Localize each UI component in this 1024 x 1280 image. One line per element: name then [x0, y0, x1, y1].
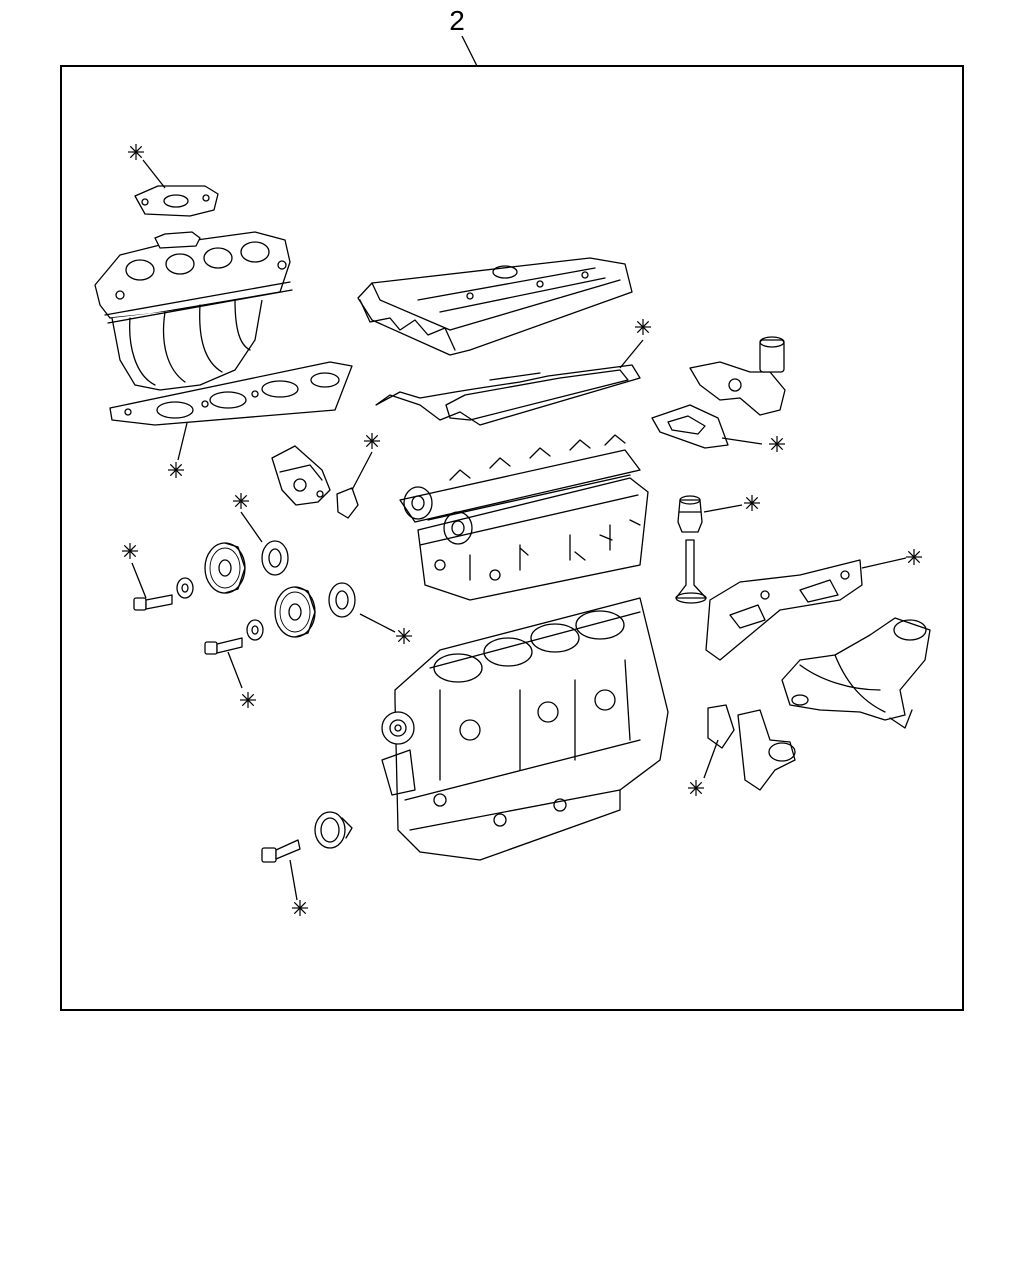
valve-cover-gasket: [375, 364, 641, 426]
thermostat-gasket: [707, 704, 735, 749]
asterisk-callout-icon: [233, 493, 249, 509]
valve-stem-seal: [677, 495, 703, 533]
egr-valve: [689, 336, 786, 416]
cam-sensor-bracket: [271, 445, 331, 506]
asterisk-callout-icon: [292, 900, 308, 916]
washer-2: [246, 619, 264, 641]
asterisk-callout-icon: [364, 433, 380, 449]
egr-gasket: [651, 404, 729, 449]
asterisk-callout-icon: [906, 549, 922, 565]
asterisk-callout-icon: [396, 628, 412, 644]
tensioner-roller: [314, 811, 353, 849]
intake-gasket: [109, 361, 353, 426]
engine-block: [381, 597, 669, 861]
asterisk-callout-icon: [128, 144, 144, 160]
callout-markers: [122, 144, 922, 916]
seal-2: [328, 582, 356, 618]
asterisk-callout-icon: [744, 495, 760, 511]
seal-1: [261, 540, 289, 576]
asterisk-callout-icon: [168, 462, 184, 478]
cam-sprocket-2: [274, 586, 316, 638]
asterisk-callout-icon: [240, 692, 256, 708]
tensioner-bolt: [261, 839, 301, 863]
asterisk-callout-icon: [635, 319, 651, 335]
diagram-frame: [60, 65, 964, 1011]
engine-valve: [675, 539, 707, 604]
asterisk-callout-icon: [769, 436, 785, 452]
washer-1: [176, 577, 194, 599]
callout-leaders: [131, 159, 907, 901]
throttle-gasket: [134, 185, 219, 217]
cam-sprocket-1: [204, 542, 246, 594]
cylinder-head: [399, 434, 649, 601]
bolt-2: [204, 637, 243, 655]
reference-number: 2: [449, 5, 465, 36]
asterisk-callout-icon: [122, 543, 138, 559]
exhaust-manifold: [781, 617, 931, 729]
asterisk-callout-icon: [688, 780, 704, 796]
reference-leader: [461, 35, 478, 67]
valve-cover: [357, 257, 633, 356]
exhaust-gasket: [705, 559, 863, 661]
bolt-1: [133, 594, 173, 611]
thermostat-housing: [737, 709, 796, 791]
small-gasket: [336, 487, 359, 519]
intake-manifold: [94, 231, 293, 391]
